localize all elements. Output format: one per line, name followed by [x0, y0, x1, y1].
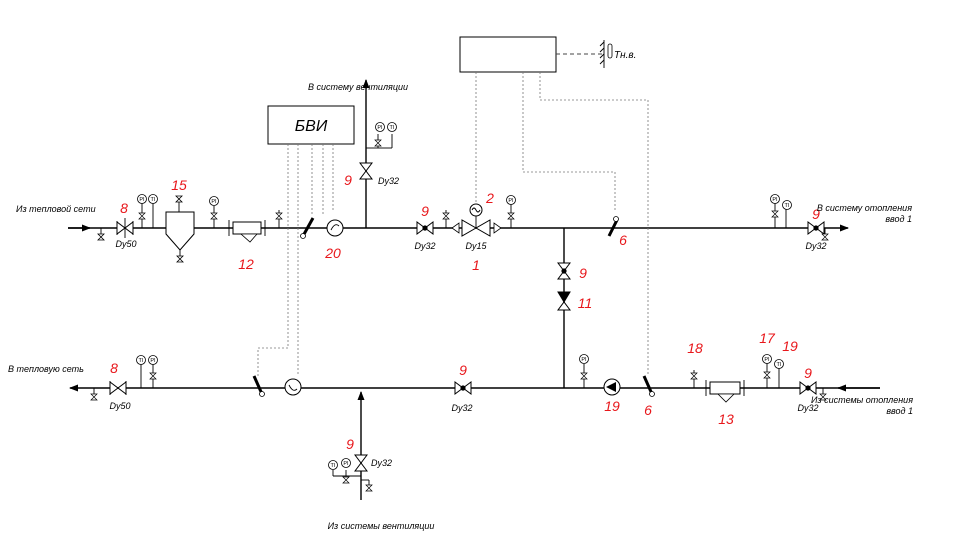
number-9-mid-bottom: 9	[459, 362, 467, 378]
flow-meter-return	[284, 378, 302, 396]
number-2: 2	[485, 190, 494, 206]
outdoor-temp-label: Тн.в.	[614, 50, 636, 61]
number-11: 11	[578, 295, 593, 311]
controller-box	[459, 36, 557, 73]
from-ventilation-label: Из системы вентиляции	[328, 521, 435, 531]
gauge-pair-8	[137, 194, 158, 228]
air-vent-valve-18	[690, 370, 698, 388]
pressure-gauge-label: PI	[150, 358, 156, 364]
bvi-box	[267, 105, 355, 145]
pressure-gauge-label: PI	[581, 357, 587, 363]
number-9-vertical: 9	[579, 265, 587, 281]
ball-valve-9-bypass	[557, 262, 571, 280]
dn-label: Dy32	[414, 241, 435, 251]
pump-20	[326, 219, 344, 237]
outdoor-temperature-sensor	[599, 40, 613, 68]
gate-valve-8-supply	[116, 218, 134, 238]
pressure-gauge-label: PI	[764, 357, 770, 363]
ball-valve-9-supply-right	[807, 221, 829, 241]
dn-label: Dy32	[378, 176, 399, 186]
number-9-top-valve: 9	[421, 203, 429, 219]
temperature-probe-6-supply	[607, 216, 619, 237]
number-9-vent-top: 9	[344, 172, 352, 188]
air-vent-valve-supply	[275, 210, 283, 228]
number-12: 12	[238, 256, 254, 272]
number-15: 15	[171, 177, 187, 193]
temperature-probe-6-return	[642, 375, 655, 397]
ball-valve-9-supply	[416, 221, 434, 235]
bvi-label: БВИ	[295, 118, 328, 135]
temperature-probe-supply	[300, 217, 315, 239]
number-1: 1	[472, 257, 480, 273]
pressure-gauge-label: PI	[508, 198, 514, 204]
number-19-right: 19	[782, 338, 798, 354]
temperature-gauge-label: TI	[151, 197, 156, 203]
to-heat-network-label: В тепловую сеть	[8, 364, 84, 374]
number-9-right-bottom: 9	[804, 365, 812, 381]
dn-label: Dy15	[465, 241, 487, 251]
pressure-gauge-supply-2	[506, 195, 516, 228]
dn-label: Dy50	[115, 239, 136, 249]
number-8-top: 8	[120, 200, 128, 216]
gauge-pair-supply-right	[770, 194, 792, 228]
number-13: 13	[718, 411, 734, 427]
circulation-pump-19	[603, 378, 621, 396]
strainer-13	[705, 380, 745, 403]
ventilation-return-valve	[328, 454, 373, 492]
dn-label: Dy32	[797, 403, 818, 413]
mud-separator-15	[165, 195, 195, 263]
number-6-bottom: 6	[644, 402, 652, 418]
temperature-gauge-label: TI	[390, 125, 395, 131]
pressure-gauge-label: PI	[211, 199, 217, 205]
ball-valve-9-return	[454, 381, 472, 395]
pressure-gauge-return	[579, 354, 589, 388]
number-9-right-top: 9	[812, 206, 820, 222]
number-18: 18	[687, 340, 703, 356]
number-8-bottom: 8	[110, 360, 118, 376]
pressure-gauge-label: PI	[139, 197, 145, 203]
drain-valve-top-left	[97, 228, 105, 241]
dn-label: Dy32	[805, 241, 826, 251]
temperature-probe-return-left	[252, 375, 265, 397]
temperature-gauge-label: TI	[785, 203, 790, 209]
check-valve-supply-2	[493, 222, 502, 234]
number-19-pump: 19	[604, 398, 620, 414]
to-heating-label-2: ввод 1	[885, 214, 912, 224]
check-valve-supply	[442, 210, 460, 234]
pressure-gauge-label: PI	[377, 125, 383, 131]
temperature-gauge-label: TI	[777, 362, 782, 368]
gauge-pair-return-right	[762, 354, 784, 388]
pressure-gauge-label: PI	[772, 197, 778, 203]
control-valve-1	[461, 203, 491, 237]
from-heat-network-label: Из тепловой сети	[16, 204, 96, 214]
pressure-gauge-supply-1	[209, 196, 219, 228]
number-20: 20	[324, 245, 341, 261]
dn-label: Dy50	[109, 401, 130, 411]
from-heating-label-2: ввод 1	[886, 406, 913, 416]
number-17: 17	[759, 330, 776, 346]
check-valve-11	[557, 291, 571, 311]
ball-valve-9-return-right	[799, 381, 827, 401]
strainer-12	[228, 220, 266, 243]
temperature-gauge-label: TI	[331, 463, 336, 469]
number-6-top: 6	[619, 232, 627, 248]
to-heating-label-1: В систему отопления	[817, 203, 912, 213]
dn-label: Dy32	[451, 403, 472, 413]
temperature-gauge-label: TI	[139, 358, 144, 364]
pressure-gauge-label: PI	[343, 461, 349, 467]
gate-valve-8-return	[90, 381, 127, 401]
number-9-vent-bottom: 9	[346, 436, 354, 452]
from-heating-label-1: Из системы отопления	[811, 395, 913, 405]
control-lines	[257, 72, 649, 378]
to-ventilation-label: В систему вентиляции	[308, 82, 408, 92]
ventilation-supply-valve	[359, 122, 397, 180]
dn-label: Dy32	[371, 458, 392, 468]
gauge-pair-return-left	[136, 355, 158, 388]
